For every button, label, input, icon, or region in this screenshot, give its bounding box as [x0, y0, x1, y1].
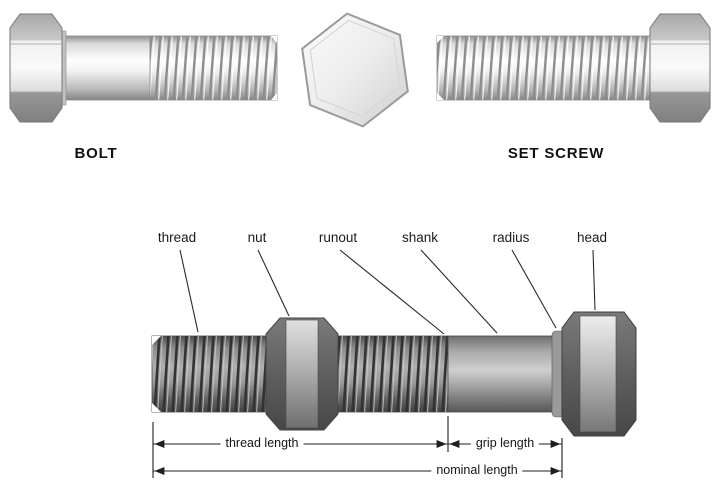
- bolt-caption: BOLT: [74, 145, 118, 162]
- callout-thread: thread: [157, 230, 197, 245]
- bolt-figure: [9, 13, 278, 123]
- set-screw-figure: [436, 13, 711, 123]
- callout-nut: nut: [247, 230, 267, 245]
- callout-runout: runout: [318, 230, 358, 245]
- set-screw-caption: SET SCREW: [507, 145, 605, 162]
- dimension-nominal-length: nominal length: [431, 464, 523, 477]
- labeled-bolt-figure: [151, 311, 637, 437]
- dimension-grip-length: grip length: [470, 437, 540, 450]
- dimension-lines: [152, 416, 563, 478]
- dimension-thread-length: thread length: [220, 437, 304, 450]
- callout-head: head: [576, 230, 608, 245]
- callout-leader-lines: [179, 249, 596, 335]
- callout-shank: shank: [401, 230, 439, 245]
- hex-head-top-view: [301, 12, 409, 128]
- callout-radius: radius: [492, 230, 530, 245]
